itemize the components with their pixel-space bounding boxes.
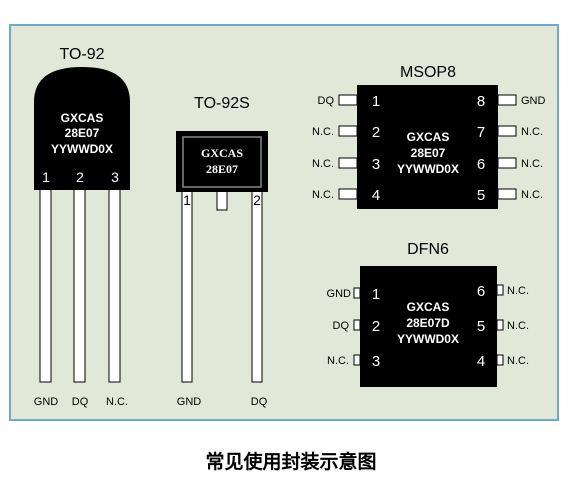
msop8-pin-label-2: N.C.: [312, 126, 334, 138]
dfn6-pin-label-1: GND: [327, 288, 352, 300]
msop8-pin-7: [497, 125, 517, 137]
msop8-pin-num-6: 6: [477, 156, 485, 173]
to92-marking-line1: GXCAS: [61, 111, 104, 125]
msop8-pin-4: [338, 188, 358, 200]
to92-package: TO-92 GXCAS 28E07 YYWWD0X 1 2 3 GND DQ N…: [34, 46, 130, 408]
to92s-pin-1: [181, 190, 193, 383]
to92-title: TO-92: [59, 46, 104, 63]
to92s-title: TO-92S: [194, 95, 250, 112]
msop8-pin-label-8: GND: [521, 95, 546, 107]
msop8-marking-line1: GXCAS: [407, 130, 450, 144]
dfn6-pin-1: [353, 287, 361, 299]
to92-pin-num-2: 2: [76, 169, 84, 185]
to92-pin-3: [108, 185, 121, 383]
dfn6-pin-num-5: 5: [477, 318, 485, 335]
msop8-pin-2: [338, 125, 358, 137]
msop8-title: MSOP8: [400, 64, 456, 81]
msop8-pin-8: [497, 94, 517, 106]
msop8-pin-num-2: 2: [372, 124, 380, 141]
dfn6-body: [360, 266, 497, 387]
to92s-pin-label-2: DQ: [251, 396, 268, 408]
dfn6-pin-2: [353, 319, 361, 331]
msop8-pin-1: [338, 94, 358, 106]
to92s-pin-label-1: GND: [177, 396, 202, 408]
to92-pin-1: [39, 185, 52, 383]
dfn6-marking-line3: YYWWD0X: [397, 332, 459, 346]
msop8-pin-6: [497, 157, 517, 169]
to92-body: [34, 67, 130, 190]
dfn6-pin-4: [496, 354, 504, 366]
msop8-pin-3: [338, 157, 358, 169]
dfn6-pin-3: [353, 354, 361, 366]
msop8-pin-label-6: N.C.: [521, 158, 543, 170]
dfn6-pin-num-6: 6: [477, 283, 485, 300]
dfn6-pin-num-1: 1: [372, 286, 380, 303]
msop8-pin-num-5: 5: [477, 187, 485, 204]
msop8-body: [357, 85, 498, 209]
msop8-marking-line3: YYWWD0X: [397, 162, 459, 176]
msop8-pin-num-4: 4: [372, 187, 380, 204]
to92-marking-line3: YYWWD0X: [51, 142, 113, 156]
dfn6-pin-5: [496, 319, 504, 331]
msop8-pin-label-5: N.C.: [521, 189, 543, 201]
msop8-pin-label-4: N.C.: [312, 189, 334, 201]
to92s-package: TO-92S GXCAS 28E07 1 2 GND DQ: [176, 95, 268, 408]
msop8-pin-num-3: 3: [372, 156, 380, 173]
msop8-pin-num-8: 8: [477, 93, 485, 110]
dfn6-pin-label-4: N.C.: [507, 355, 529, 367]
to92-marking-line2: 28E07: [65, 126, 100, 140]
figure-caption: 常见使用封装示意图: [205, 450, 376, 473]
dfn6-pin-6: [496, 284, 504, 296]
msop8-pin-5: [497, 188, 517, 200]
msop8-pin-label-3: N.C.: [312, 158, 334, 170]
dfn6-marking-line2: 28E07D: [406, 316, 450, 330]
dfn6-marking-line1: GXCAS: [407, 300, 450, 314]
dfn6-pin-label-3: N.C.: [327, 355, 349, 367]
to92-pin-label-3: N.C.: [106, 396, 128, 408]
to92-pin-2: [73, 185, 86, 383]
dfn6-pin-label-5: N.C.: [507, 320, 529, 332]
to92s-pin-middle: [216, 190, 228, 211]
to92s-body-outer: [176, 131, 268, 192]
dfn6-title: DFN6: [407, 241, 449, 258]
dfn6-pin-label-6: N.C.: [507, 285, 529, 297]
msop8-pin-num-7: 7: [477, 124, 485, 141]
to92s-pin-num-2: 2: [253, 192, 261, 208]
to92-pin-num-1: 1: [42, 169, 50, 185]
msop8-pin-label-7: N.C.: [521, 126, 543, 138]
to92s-marking-line2: 28E07: [206, 162, 238, 176]
msop8-package: MSOP8 GXCAS 28E07 YYWWD0X 1 2 3 4 8 7 6 …: [312, 64, 546, 209]
to92s-pin-2: [251, 190, 263, 383]
to92-pin-label-1: GND: [34, 396, 59, 408]
msop8-pin-num-1: 1: [372, 93, 380, 110]
dfn6-package: DFN6 GXCAS 28E07D YYWWD0X 1 2 3 6 5 4 GN…: [327, 241, 529, 387]
to92-pin-num-3: 3: [111, 169, 119, 185]
to92-pin-label-2: DQ: [72, 396, 89, 408]
to92s-body-inner: [182, 136, 262, 188]
dfn6-pin-num-2: 2: [372, 318, 380, 335]
msop8-pin-label-1: DQ: [318, 95, 335, 107]
dfn6-pin-num-4: 4: [477, 353, 485, 370]
to92s-marking-line1: GXCAS: [201, 146, 243, 160]
to92s-pin-num-1: 1: [183, 192, 191, 208]
dfn6-pin-label-2: DQ: [333, 320, 350, 332]
dfn6-pin-num-3: 3: [372, 353, 380, 370]
msop8-marking-line2: 28E07: [411, 146, 446, 160]
